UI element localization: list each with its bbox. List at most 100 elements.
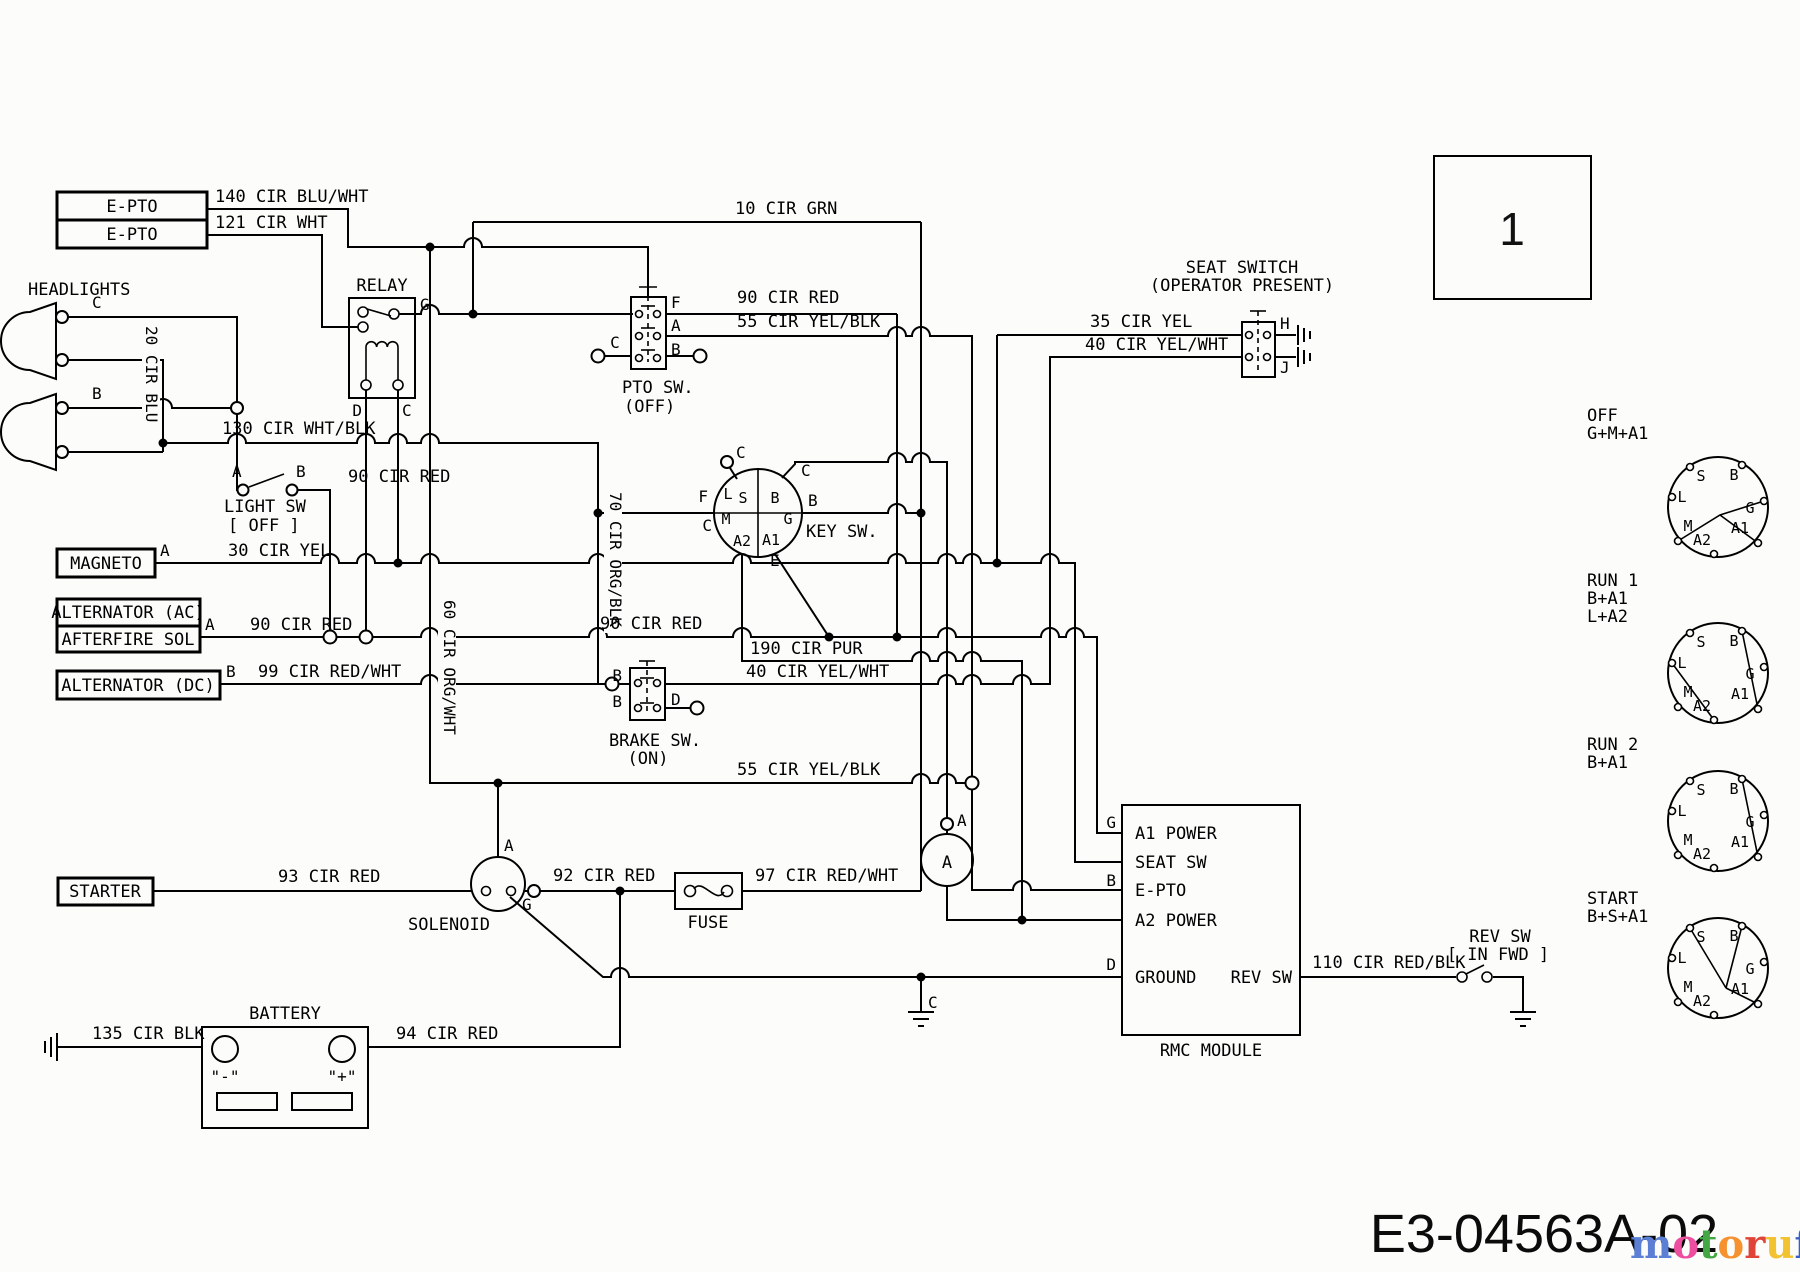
rmc-module-label: RMC MODULE <box>1160 1041 1262 1061</box>
headlight-terminal-b: B <box>92 384 102 403</box>
relay-terminal-g: G <box>420 295 430 314</box>
key-pos-run1-title: RUN 1 <box>1587 571 1638 591</box>
key-pos-off-title: OFF <box>1587 406 1618 426</box>
battery-pos-label: "+" <box>328 1067 357 1086</box>
wire-label-121: 121 CIR WHT <box>215 213 328 233</box>
ammeter-letter: A <box>942 853 952 873</box>
solenoid: A G SOLENOID <box>408 836 532 935</box>
key-terminal-b: B <box>770 489 779 507</box>
key-pos-run2-title: RUN 2 <box>1587 735 1638 755</box>
wire-label-110: 110 CIR RED/BLK <box>1312 953 1466 973</box>
ground-icon <box>44 1033 58 1061</box>
alternator-ac-label: ALTERNATOR (AC) <box>51 603 205 623</box>
legend-terminal: S <box>1696 467 1705 485</box>
brake-sw-label: BRAKE SW. <box>609 731 701 751</box>
label-underlay <box>438 595 456 745</box>
wire-label-35: 35 CIR YEL <box>1090 312 1192 332</box>
seat-switch-label: SEAT SWITCH <box>1186 258 1299 278</box>
rmc-terminal-d: D <box>1106 955 1116 974</box>
watermark-letter: m <box>1630 1221 1672 1268</box>
starter: STARTER <box>56 876 155 907</box>
key-e-diagonal <box>774 553 830 638</box>
headlights: HEADLIGHTS C B 20 CIR BLU <box>0 280 161 472</box>
legend-terminal: M <box>1683 978 1692 996</box>
key-terminal-m: M <box>721 510 730 528</box>
legend-terminal: B <box>1729 927 1738 945</box>
pto-switch-state: (OFF) <box>624 397 675 417</box>
label-underlay <box>604 488 622 633</box>
alternator-dc: ALTERNATOR (DC) B <box>55 662 236 701</box>
solenoid-terminal-a: A <box>504 836 514 855</box>
rmc-pin-e-pto: E-PTO <box>1135 881 1186 901</box>
wire-label-140: 140 CIR BLU/WHT <box>215 187 369 207</box>
key-b-row <box>802 503 921 514</box>
headlight-row2 <box>68 359 164 452</box>
wire-55-cir-yel-blk-top <box>666 326 1122 891</box>
rmc-terminal-b: B <box>1106 871 1116 890</box>
wire-label-30: 30 CIR YEL <box>228 541 330 561</box>
legend-terminal: A1 <box>1731 833 1749 851</box>
key-pos-run1-diagram: S B L G M A1 A2 <box>1667 622 1769 725</box>
battery: BATTERY "-" "+" <box>44 1004 369 1129</box>
headlights-label: HEADLIGHTS <box>28 280 130 300</box>
wire-label-190: 190 CIR PUR <box>750 639 863 659</box>
magneto-label: MAGNETO <box>70 554 142 574</box>
afterfire-terminal-a: A <box>205 615 215 634</box>
ground-icon <box>1510 1011 1536 1027</box>
light-sw-label: LIGHT SW <box>224 497 307 517</box>
watermark-letter: f <box>1794 1221 1800 1268</box>
key-position-legend: OFF G+M+A1 S B L G M A1 A2 RUN 1 B+A1 L+… <box>1587 406 1769 1020</box>
pto-terminal-f: F <box>671 293 681 312</box>
wire-94-cir-red <box>368 891 621 1048</box>
label-underlay <box>142 320 160 422</box>
legend-terminal: M <box>1683 517 1692 535</box>
light-sw-terminal-b: B <box>296 462 306 481</box>
wire-label-55-top: 55 CIR YEL/BLK <box>737 312 881 332</box>
relay: RELAY G D C <box>348 276 430 420</box>
alternator-ac: ALTERNATOR (AC) <box>51 597 205 628</box>
ground-icon <box>908 1011 934 1027</box>
key-terminal-g: G <box>783 510 792 528</box>
magneto-terminal-a: A <box>160 541 170 560</box>
wire-label-90-alt: 90 CIR RED <box>250 615 352 635</box>
wire-label-90-mid: 90 CIR RED <box>600 614 702 634</box>
brake-terminal-b1: B <box>612 666 622 685</box>
legend-terminal: S <box>1696 781 1705 799</box>
connector-circles <box>230 348 980 898</box>
wire-140-cir-blu-wht <box>207 208 649 297</box>
key-ext-c3: C <box>702 516 712 535</box>
starter-label: STARTER <box>69 882 141 902</box>
battery-label: BATTERY <box>249 1004 321 1024</box>
wire-label-40-low: 40 CIR YEL/WHT <box>746 662 889 682</box>
legend-terminal: A2 <box>1693 531 1711 549</box>
key-pos-off-diagram: S B L G M A1 A2 <box>1667 456 1769 559</box>
wire-label-90-light: 90 CIR RED <box>348 467 450 487</box>
watermark-letter: u <box>1765 1221 1794 1268</box>
wire-label-70: 70 CIR ORG/BLK <box>606 492 625 627</box>
key-ext-e: E <box>770 551 780 570</box>
wire-label-99: 99 CIR RED/WHT <box>258 662 401 682</box>
legend-terminal: G <box>1745 499 1754 517</box>
center-ground: C <box>908 993 938 1027</box>
legend-terminal: M <box>1683 683 1692 701</box>
drawing-code: E3-04563A-02 <box>1370 1204 1718 1264</box>
pto-switch: F A B C PTO SW. (OFF) <box>610 286 694 417</box>
seat-switch-sub: (OPERATOR PRESENT) <box>1150 276 1334 296</box>
key-terminal-a1: A1 <box>762 531 780 549</box>
rev-sw-state: [ IN FWD ] <box>1447 945 1549 965</box>
junction-dots <box>158 242 1027 982</box>
wire-90-cir-red-light <box>298 489 331 637</box>
pto-terminal-c: C <box>610 333 620 352</box>
wire-130-cir-wht-blk <box>163 433 599 684</box>
solenoid-label: SOLENOID <box>408 915 490 935</box>
rmc-terminal-g: G <box>1106 813 1116 832</box>
key-pos-start-diagram: S B L G M A1 A2 <box>1667 917 1769 1020</box>
page-number-box: 1 <box>1433 155 1592 300</box>
alt-dc-terminal-b: B <box>226 662 236 681</box>
key-pos-run1-combo1: B+A1 <box>1587 589 1628 609</box>
key-terminal-s: S <box>738 489 747 507</box>
legend-terminal: G <box>1745 665 1754 683</box>
wire-label-20blu: 20 CIR BLU <box>142 326 161 422</box>
key-terminal-a2: A2 <box>733 532 751 550</box>
